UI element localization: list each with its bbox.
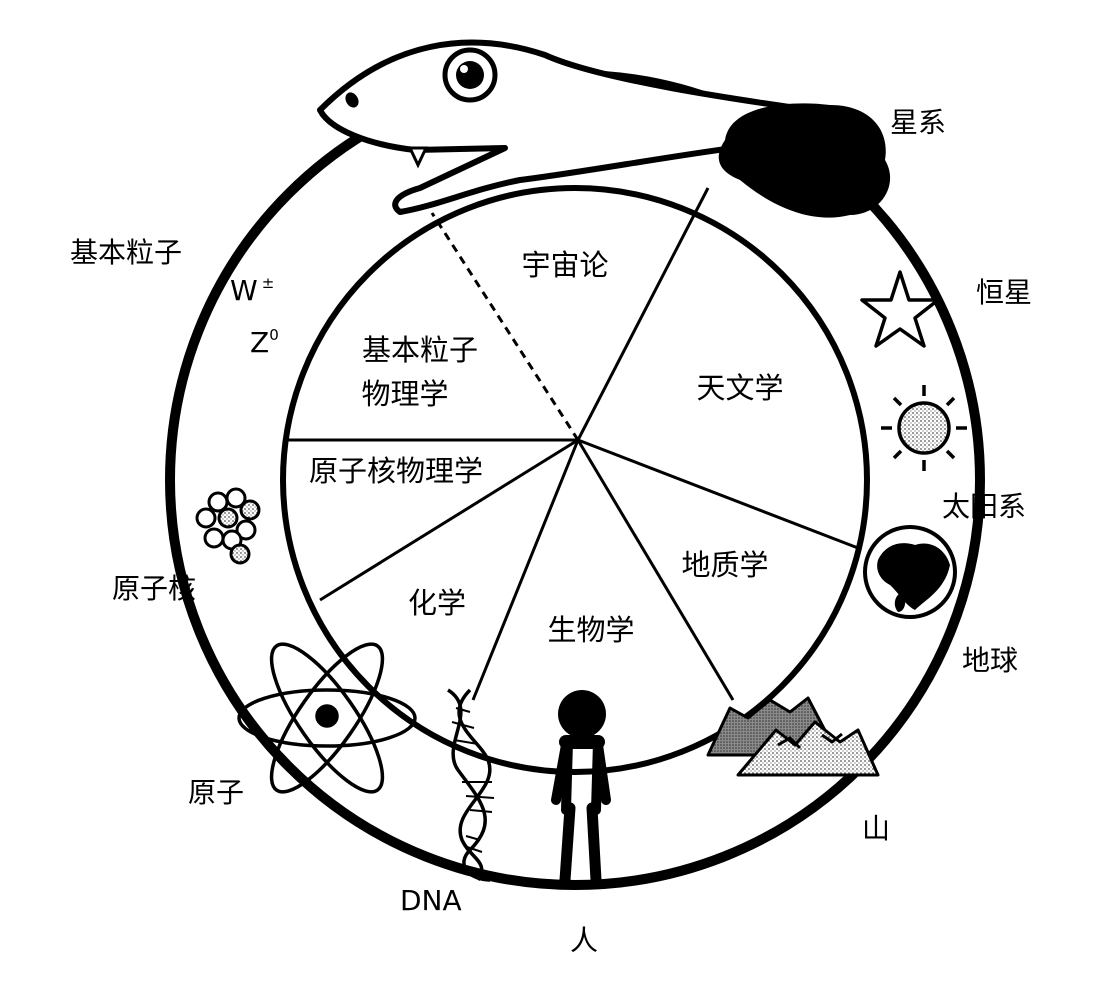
label-human: 人 bbox=[570, 924, 598, 957]
label-mountain: 山 bbox=[862, 812, 890, 845]
mountains-icon bbox=[708, 698, 878, 775]
earth-icon bbox=[865, 527, 955, 617]
label-galaxy: 星系 bbox=[890, 106, 946, 139]
label-w-boson: W± bbox=[230, 274, 274, 307]
human-figure-icon bbox=[556, 690, 606, 880]
snake-fang-icon bbox=[410, 148, 426, 165]
label-dna: DNA bbox=[400, 884, 462, 917]
label-star: 恒星 bbox=[976, 276, 1032, 309]
nucleus-icon bbox=[197, 489, 259, 563]
svg-text:★: ★ bbox=[740, 135, 754, 154]
label-nucleus: 原子核 bbox=[112, 572, 196, 605]
svg-text:★: ★ bbox=[792, 117, 806, 136]
sector-label-astronomy: 天文学 bbox=[696, 371, 783, 405]
label-atom: 原子 bbox=[188, 776, 244, 809]
label-earth: 地球 bbox=[962, 644, 1018, 677]
svg-text:★: ★ bbox=[828, 135, 842, 154]
sector-label-cosmology: 宇宙论 bbox=[521, 248, 608, 282]
sector-label-biology: 生物学 bbox=[547, 613, 634, 647]
svg-text:★: ★ bbox=[765, 168, 779, 187]
sector-label-chemistry: 化学 bbox=[408, 586, 466, 620]
galaxy-icon: ★ ★ ★ ★ ★ ★ ★ bbox=[719, 103, 890, 217]
sector-label-particle-physics-2: 物理学 bbox=[361, 377, 448, 411]
svg-text:★: ★ bbox=[850, 177, 864, 196]
label-z-boson: Z0 bbox=[250, 326, 279, 359]
sector-label-particle-physics-1: 基本粒子 bbox=[362, 333, 478, 367]
sun-icon bbox=[881, 385, 967, 471]
label-elementary-particles: 基本粒子 bbox=[70, 236, 182, 269]
svg-text:★: ★ bbox=[800, 150, 814, 169]
sector-label-nuclear-physics: 原子核物理学 bbox=[309, 454, 483, 488]
sector-label-geology: 地质学 bbox=[681, 548, 768, 582]
svg-text:★: ★ bbox=[812, 183, 826, 202]
label-solar-system: 太阳系 bbox=[942, 490, 1026, 523]
